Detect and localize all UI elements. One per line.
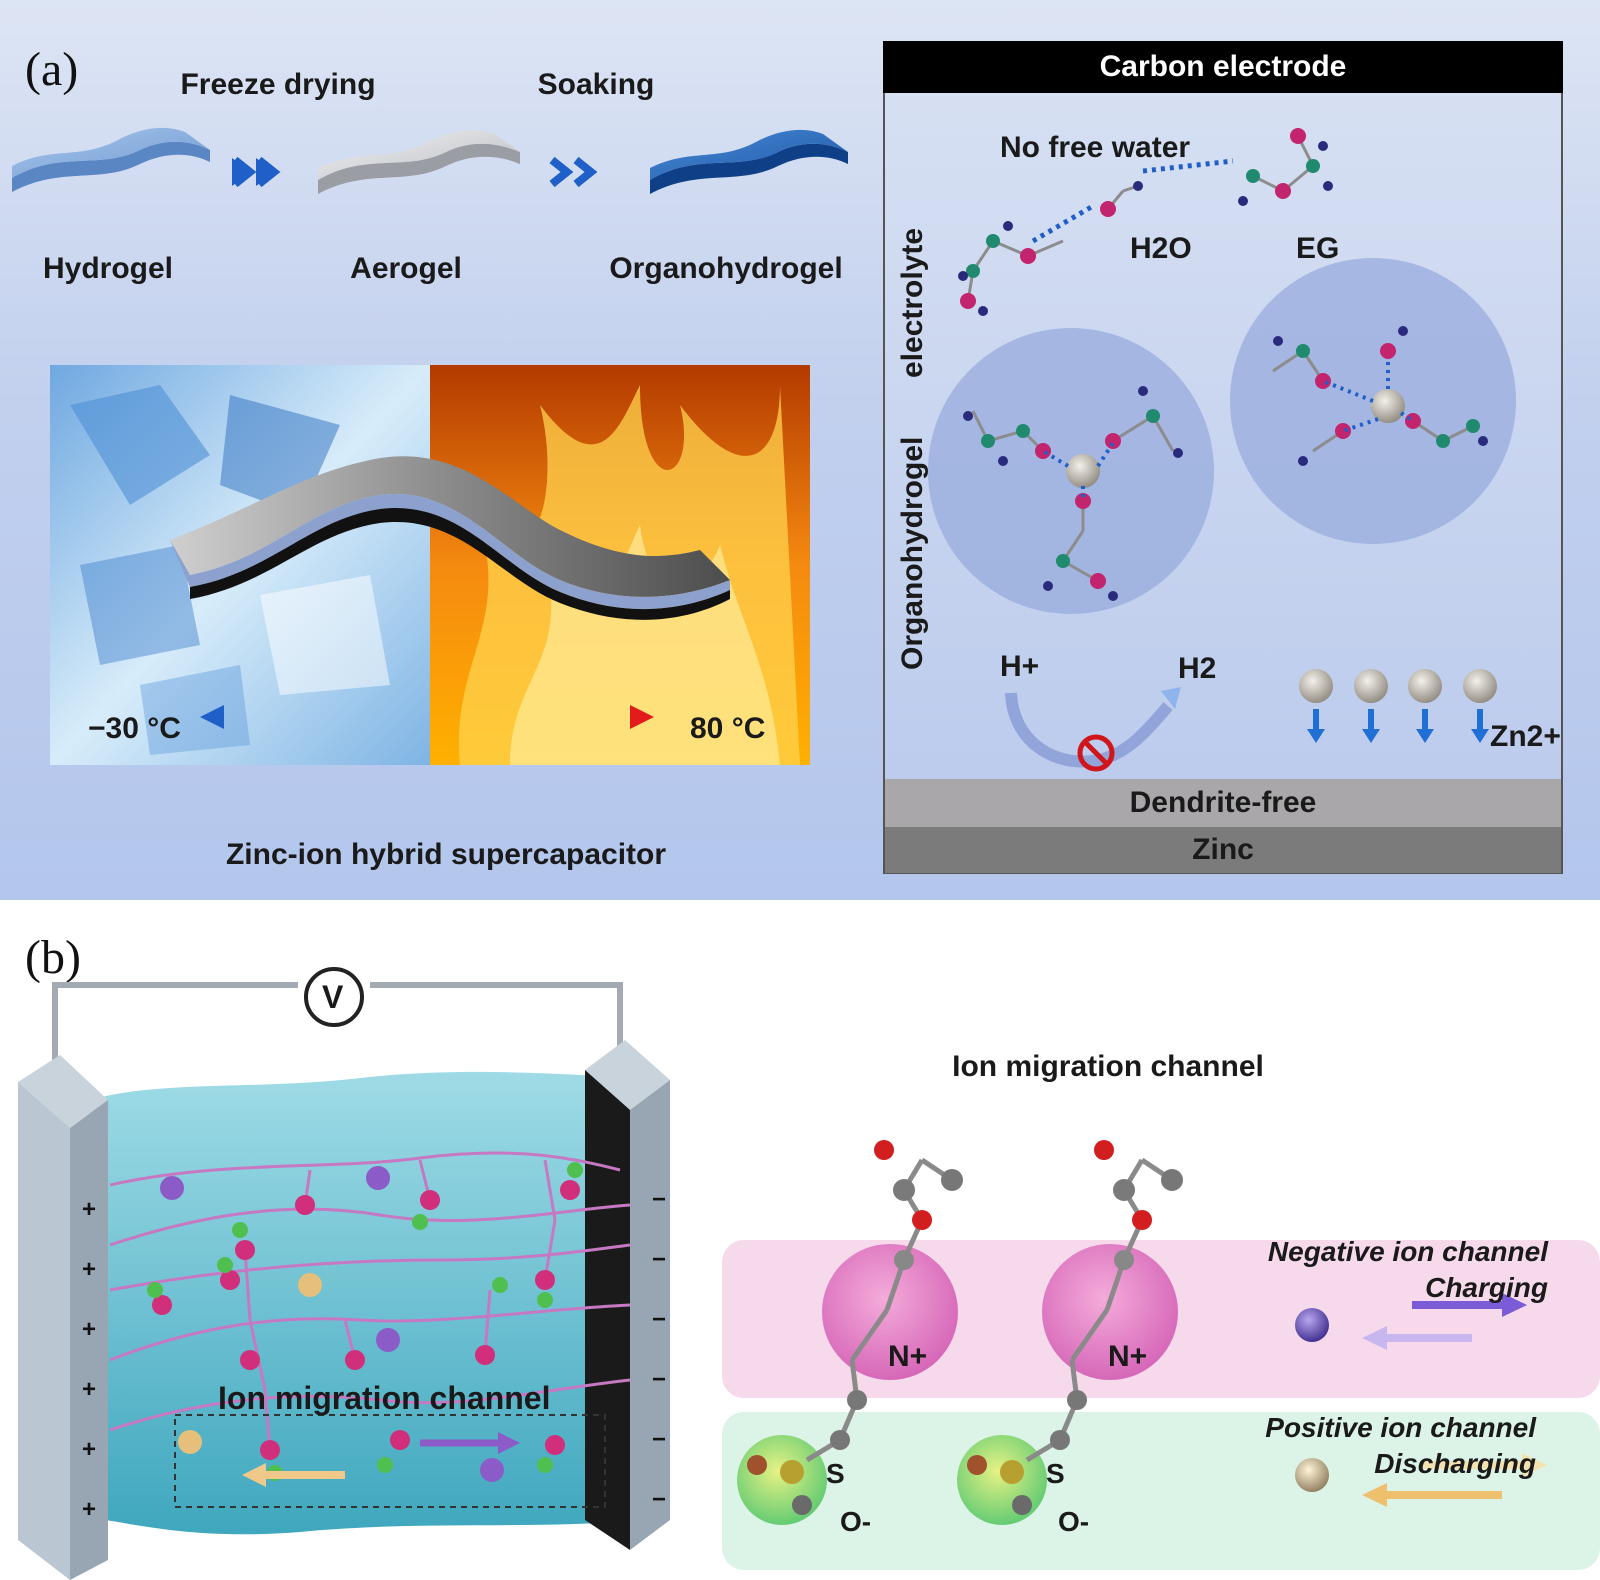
temp-high-label: 80 °C [690, 712, 766, 745]
h-plus-label: H+ [1000, 650, 1040, 683]
down-arrow-icon [1307, 709, 1489, 743]
step-soaking: Soaking [537, 68, 655, 101]
eg-label: EG [1296, 232, 1340, 265]
label-hydrogel: Hydrogel [42, 252, 174, 285]
o-minus-label: O- [840, 1506, 872, 1537]
zinc-ion-icon [1371, 389, 1405, 423]
hydrogel-sheet [12, 127, 210, 192]
zinc-ion-icon [1066, 454, 1100, 488]
external-wire [370, 982, 623, 1080]
label-organohydrogel: Organohydrogel [609, 252, 843, 285]
temperature-range-graphic [50, 365, 810, 765]
positive-channel-label: Positive ion channel [1265, 1412, 1536, 1443]
charging-arrow-back [1362, 1326, 1387, 1350]
flexible-device-icon [170, 456, 730, 620]
channel-box [174, 1414, 606, 1508]
o-minus-label: O- [1058, 1506, 1090, 1537]
aerogel-sheet [318, 129, 520, 194]
carbon-electrode-header: Carbon electrode [883, 41, 1563, 93]
anion-arrow [498, 1432, 520, 1454]
h2-label: H2 [1178, 652, 1217, 685]
anion-icon [1295, 1308, 1329, 1342]
voltmeter-label: V [322, 979, 344, 1015]
step-freeze-drying: Freeze drying [180, 68, 376, 101]
prohibited-icon [1077, 734, 1115, 772]
supercapacitor-cell-graphic [18, 967, 670, 1580]
zwitterion-molecule [957, 1140, 1183, 1525]
discharging-arrow-forward [1522, 1453, 1547, 1477]
n-plus-label: N+ [888, 1340, 928, 1373]
n-plus-label: N+ [1108, 1340, 1148, 1373]
dendrite-free-layer: Dendrite-free [885, 779, 1561, 827]
negative-electrode [630, 1080, 670, 1550]
negative-signs: −−− −−− [652, 1186, 667, 1513]
no-free-water-label: No free water [1000, 131, 1191, 164]
negative-channel-label: Negative ion channel [1267, 1236, 1548, 1267]
zinc-layer: Zinc [885, 827, 1561, 873]
solvation-structure-graphic [928, 128, 1516, 772]
external-wire [52, 982, 298, 1080]
charging-arrow-forward [1502, 1293, 1527, 1317]
process-arrow-icon [549, 156, 598, 188]
positive-electrode [18, 1082, 70, 1580]
h2o-label: H2O [1130, 232, 1192, 265]
zwitterion-molecule [737, 1140, 963, 1525]
zn2plus-label: Zn2+ [1490, 720, 1561, 753]
charging-label: Charging [1425, 1272, 1548, 1303]
label-aerogel: Aerogel [350, 252, 462, 285]
organohydrogel-sheet [650, 129, 848, 194]
voltmeter-icon [304, 967, 364, 1027]
positive-signs: +++ +++ [82, 1196, 97, 1523]
s-label: S [1046, 1458, 1065, 1489]
discharging-arrow-back [1362, 1483, 1387, 1507]
device-caption: Zinc-ion hybrid supercapacitor [225, 838, 667, 871]
panel-b-label: (b) [25, 931, 81, 984]
s-label: S [826, 1458, 845, 1489]
cell-channel-label: Ion migration channel [218, 1380, 551, 1416]
channel-title: Ion migration channel [952, 1050, 1264, 1083]
electrolyte-body [90, 1071, 640, 1535]
panel-a-label: (a) [25, 43, 79, 96]
temperature-range-arrow [200, 705, 654, 729]
temp-low-label: −30 °C [88, 712, 181, 745]
blocked-reaction-arrow [1005, 692, 1173, 768]
material-process-graphic [12, 127, 848, 194]
cation-icon [1295, 1458, 1329, 1492]
cation-arrow [242, 1463, 266, 1487]
polymer-chain [109, 1151, 631, 1451]
zwitterion-molecule-graphic [737, 1140, 1547, 1525]
discharging-label: Discharging [1374, 1448, 1536, 1479]
